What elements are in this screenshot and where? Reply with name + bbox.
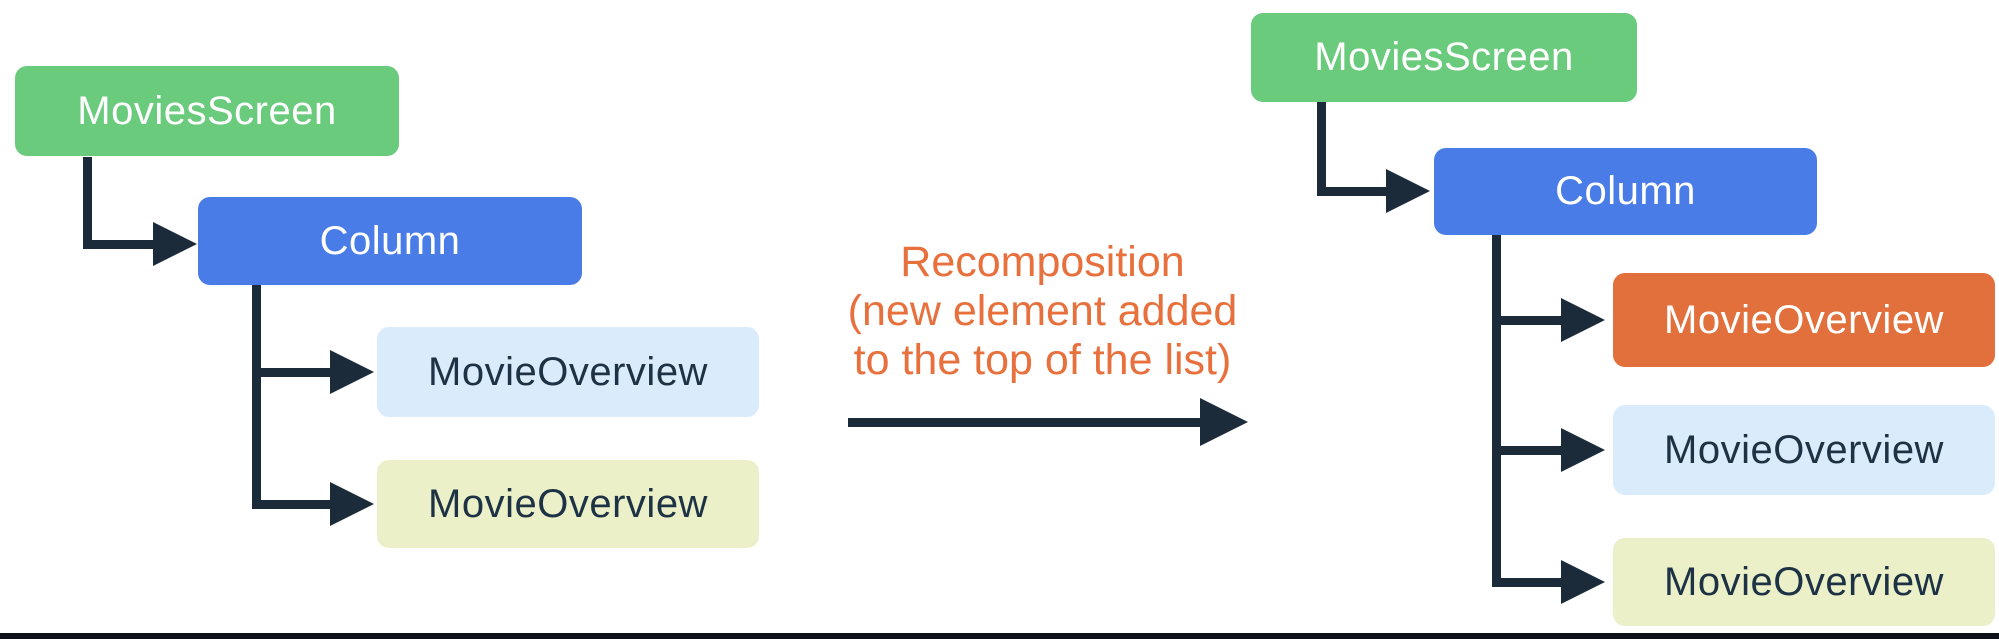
right-node-movieoverview-1-label: MovieOverview (1664, 427, 1944, 472)
left-node-column: Column (198, 197, 582, 285)
left-connector-2-hline-b (252, 500, 330, 509)
right-node-movieoverview-2-label: MovieOverview (1664, 559, 1944, 604)
annotation-line-1: Recomposition (900, 238, 1185, 286)
right-connector-2-arrowhead-a-icon (1561, 298, 1605, 342)
right-connector-2-arrowhead-b-icon (1561, 428, 1605, 472)
left-node-column-label: Column (319, 218, 461, 263)
left-node-movieoverview-2-label: MovieOverview (428, 481, 708, 526)
right-connector-1-hline (1317, 187, 1387, 196)
right-node-movieoverview-new: MovieOverview (1613, 273, 1995, 367)
right-connector-1-vline (1317, 102, 1326, 196)
right-node-moviesscreen-label: MoviesScreen (1314, 35, 1574, 79)
annotation-line-2: (new element added (847, 287, 1238, 335)
right-connector-2-hline-b (1492, 446, 1564, 455)
right-connector-2-hline-a (1492, 316, 1564, 325)
bottom-border-rule (0, 633, 1999, 639)
right-node-column-label: Column (1555, 169, 1696, 213)
right-node-movieoverview-1: MovieOverview (1613, 405, 1995, 495)
left-connector-2-vline (252, 285, 261, 508)
left-connector-1-vline (83, 157, 92, 249)
right-node-movieoverview-new-label: MovieOverview (1664, 297, 1944, 342)
left-connector-2-arrowhead-a-icon (330, 350, 374, 394)
left-node-moviesscreen: MoviesScreen (15, 66, 399, 156)
right-connector-1-arrowhead-icon (1386, 169, 1430, 213)
right-connector-2-hline-c (1492, 578, 1564, 587)
left-connector-2-arrowhead-b-icon (330, 482, 374, 526)
recomposition-arrow-line (848, 418, 1203, 427)
left-node-movieoverview-2: MovieOverview (377, 460, 759, 548)
annotation-line-3: to the top of the list) (853, 336, 1232, 384)
right-connector-2-vline (1492, 235, 1501, 587)
left-connector-2-hline-a (252, 368, 330, 377)
right-node-movieoverview-2: MovieOverview (1613, 538, 1995, 626)
right-node-column: Column (1434, 148, 1817, 235)
right-connector-2-arrowhead-c-icon (1561, 560, 1605, 604)
left-node-movieoverview-1: MovieOverview (377, 327, 759, 417)
left-node-movieoverview-1-label: MovieOverview (428, 349, 708, 394)
right-node-moviesscreen: MoviesScreen (1251, 13, 1637, 102)
recomposition-arrow-head-icon (1200, 398, 1248, 446)
recomposition-annotation: Recomposition (new element added to the … (770, 238, 1315, 385)
left-connector-1-hline (83, 240, 155, 249)
left-connector-1-arrowhead-icon (153, 222, 197, 266)
left-node-moviesscreen-label: MoviesScreen (77, 88, 337, 133)
